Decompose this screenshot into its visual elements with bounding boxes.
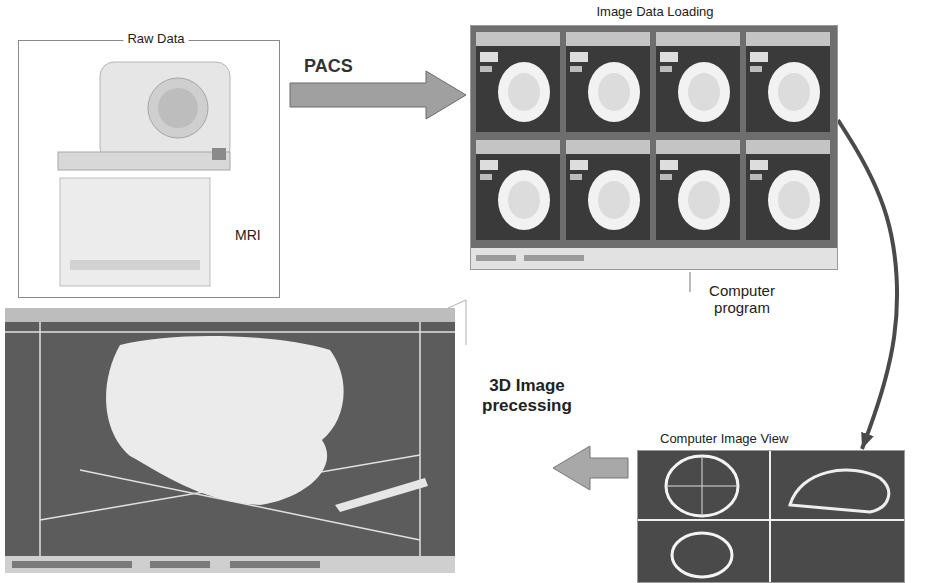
mri-machine	[70, 260, 200, 270]
render-3d-panel	[230, 561, 320, 568]
mri-machine	[58, 152, 230, 170]
render-3d-panel	[5, 308, 455, 573]
loading-screenshot	[656, 32, 740, 132]
render-3d-panel	[5, 556, 455, 573]
frame-title: Raw Data	[123, 32, 188, 47]
block-arrow	[290, 71, 466, 119]
loading-screenshot	[656, 140, 740, 240]
edge-label: PACS	[304, 56, 353, 77]
image-view-screenshot	[790, 470, 889, 512]
source-frame: Raw DataMRI	[18, 40, 280, 298]
screenshot-panel: Image Data Loading	[470, 25, 838, 270]
image-view-screenshot	[672, 533, 732, 577]
panel-title: Computer Image View	[660, 432, 788, 447]
loading-screenshot	[476, 32, 560, 132]
mri-machine	[58, 62, 230, 286]
loading-screenshot	[470, 248, 838, 270]
render-3d-panel	[5, 308, 455, 322]
loading-screenshot	[566, 32, 650, 132]
leader-line	[690, 272, 691, 292]
image-view-screenshot	[666, 486, 738, 487]
loading-screenshot	[476, 140, 560, 240]
panel-title: Image Data Loading	[596, 5, 713, 20]
image-view-screenshot	[666, 456, 738, 516]
render-3d-panel	[150, 561, 210, 568]
device-label: MRI	[235, 227, 261, 243]
flow-arrow	[838, 120, 897, 449]
mri-machine	[212, 148, 226, 160]
image-view-screenshot	[637, 519, 905, 521]
loading-screenshot	[476, 255, 516, 261]
process-arrow	[553, 446, 628, 490]
render-3d-panel	[5, 308, 455, 573]
loading-screenshot	[566, 140, 650, 240]
loading-screenshot	[470, 25, 838, 270]
render-3d-panel	[12, 561, 132, 568]
render-3d-panel	[39, 322, 41, 556]
image-view-screenshot	[637, 450, 905, 583]
loading-screenshot	[470, 25, 838, 270]
render-3d-panel	[335, 478, 428, 512]
loading-screenshot	[524, 255, 584, 261]
mri-machine	[100, 62, 230, 162]
loading-screenshot	[746, 32, 830, 132]
screenshot-panel: Computer Image View	[637, 450, 905, 583]
program-label: Computer program	[696, 282, 788, 317]
image-view-screenshot	[637, 450, 905, 583]
loading-screenshot	[746, 140, 830, 240]
render-3d-panel	[419, 322, 421, 556]
image-view-screenshot	[769, 450, 771, 583]
render-3d-panel	[106, 336, 344, 505]
mri-machine	[60, 178, 210, 286]
mri-machine	[148, 78, 208, 138]
faint-lines	[466, 300, 467, 345]
mri-machine	[158, 88, 198, 128]
render-3d-panel	[5, 331, 455, 333]
process-label: 3D Image precessing	[468, 376, 586, 415]
